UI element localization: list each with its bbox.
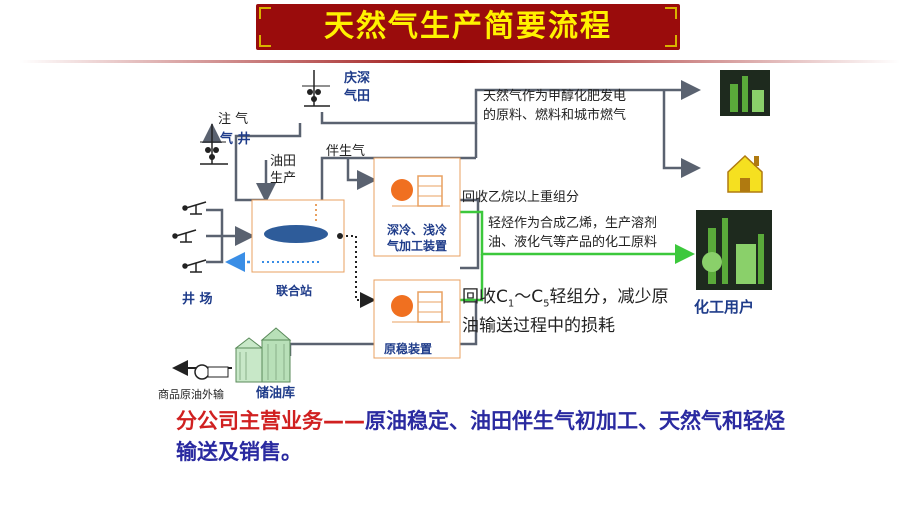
well-site-label: 井 场 [182, 292, 213, 307]
crude-light-component-line [460, 254, 484, 302]
processing-outflow-line [460, 198, 480, 270]
deep-cooling-label: 深冷、浅冷气加工装置 [386, 223, 447, 253]
business-summary: 分公司主营业务——原油稳定、油田伴生气初加工、天然气和轻烃输送及销售。 [176, 406, 786, 468]
city-gas-house-icon [720, 150, 770, 196]
gas-to-city-line [662, 90, 701, 178]
oilfield-production-line [234, 148, 268, 202]
oilfield-production-label: 油田生产 [270, 154, 297, 186]
page-title: 天然气生产简要流程 [324, 9, 612, 44]
inject-gas-label: 注 气 [218, 112, 249, 127]
oil-depot-label: 储油库 [256, 386, 296, 401]
title-corner-decoration [665, 7, 677, 19]
associated-gas-label: 伴生气 [326, 144, 366, 159]
inject-gas-line [234, 123, 302, 148]
deep-cooling-box [373, 157, 461, 257]
light-hydrocarbon-line [460, 210, 695, 264]
title-divider [20, 60, 900, 63]
light-hydrocarbon-use-note: 轻烃作为合成乙烯，生产溶剂油、液化气等产品的化工原料 [488, 216, 658, 250]
qingshen-gas-field-label: 庆深气田 [344, 71, 371, 104]
crude-export-label: 商品原油外输 [158, 388, 224, 401]
gathering-station-label: 联合站 [276, 284, 313, 298]
title-corner-decoration [665, 35, 677, 47]
associated-gas-to-processing [346, 158, 377, 190]
crude-stabilization-label: 原稳装置 [384, 342, 433, 356]
title-corner-decoration [259, 7, 271, 19]
summary-heading: 分公司主营业务—— [176, 409, 365, 433]
chemical-users-label: 化工用户 [694, 298, 755, 316]
gas-field-well-icon [302, 70, 330, 107]
title-corner-decoration [259, 35, 271, 47]
power-plant-icon [720, 70, 770, 116]
gas-well-icon [200, 124, 228, 165]
natural-gas-use-note: 天然气作为甲醇化肥发电的原料、燃料和城市燃气 [483, 89, 627, 123]
export-pump-icon [194, 364, 229, 380]
wellsite-collector [206, 208, 250, 264]
gas-well-label: 气 井 [220, 132, 251, 147]
crude-stabilization-box [373, 279, 461, 359]
oil-depot-tanks [234, 327, 292, 383]
summary-body: 原油稳定、油田伴生气初加工、天然气和轻烃输送及销售。 [176, 409, 785, 464]
title-banner: 天然气生产简要流程 [256, 4, 680, 50]
recover-light-components-note: 回收C1～C5轻组分，减少原 油输送过程中的损耗 [462, 287, 669, 337]
chemical-plant-icon [696, 210, 772, 290]
pumpjack-icons [172, 201, 207, 273]
recover-ethane-note: 回收乙烷以上重组分 [462, 190, 580, 205]
station-to-crude-line [336, 235, 376, 308]
separator-vessel [264, 225, 328, 243]
